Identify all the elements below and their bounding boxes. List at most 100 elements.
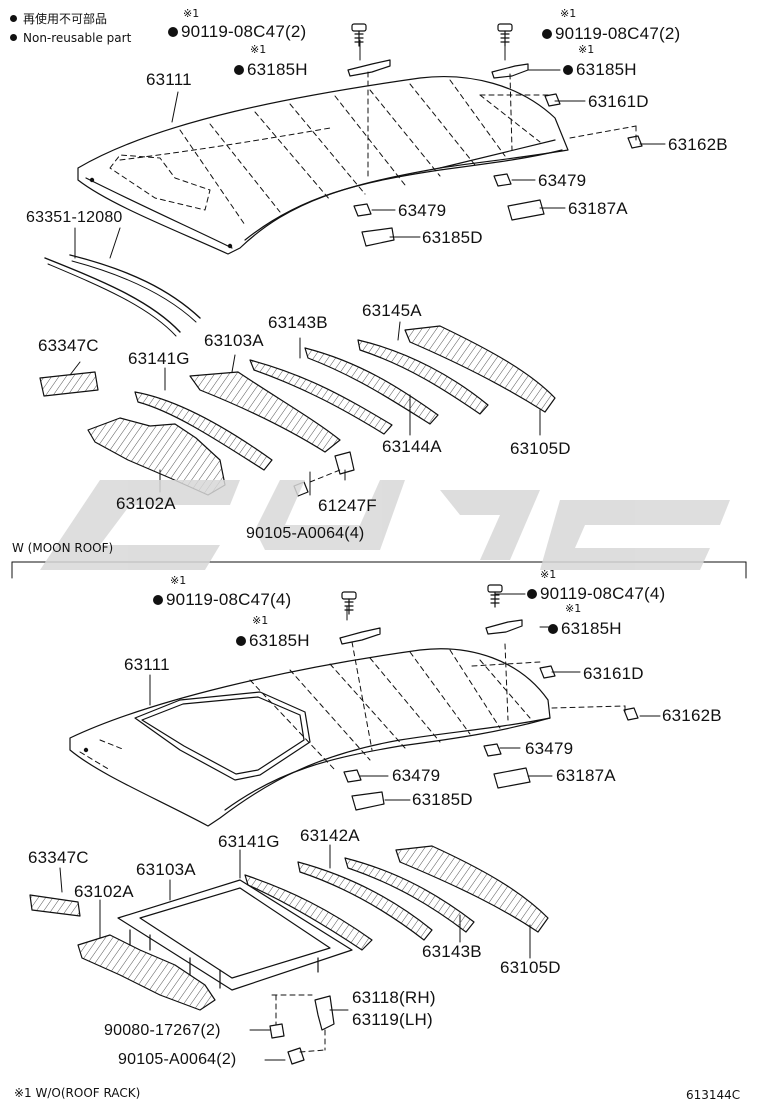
label-63185h-top-left: 63185H (234, 60, 308, 80)
footnote: ※1 W/O(ROOF RACK) (14, 1086, 141, 1100)
clip-63479-top-b (353, 203, 372, 217)
label-63185h-bottom-left: 63185H (236, 631, 310, 651)
label-63185d-bottom: 63185D (412, 790, 473, 809)
bracket-63118-63119 (314, 995, 335, 1031)
roof-panel-top (77, 75, 569, 255)
label-63143b-bottom: 63143B (422, 942, 482, 961)
rail-63105d-top (404, 325, 556, 413)
rail-63144a-top (304, 347, 439, 425)
panel-63102a-top (87, 417, 226, 496)
note-mark: ※1 (170, 574, 187, 587)
bolt-bottom-left (341, 591, 357, 615)
label-63102a-top: 63102A (116, 494, 176, 513)
rail-63143b-bottom (344, 857, 475, 933)
label-bolt-bottom-left: 90119-08C47(4) (153, 590, 291, 610)
roof-panel-bottom (69, 648, 551, 827)
clip-63162b-top (627, 135, 643, 149)
label-63347c-bottom: 63347C (28, 848, 89, 867)
label-bolt-top-right: 90119-08C47(2) (542, 24, 680, 44)
nonreusable-dot-icon (234, 65, 244, 75)
label-63111-top: 63111 (146, 70, 192, 89)
label-screw-bottom: 90105-A0064(2) (118, 1051, 237, 1068)
note-mark: ※1 (578, 43, 595, 56)
nonreusable-dot-icon (542, 29, 552, 39)
bolt-bottom-right (487, 584, 503, 608)
legend-nonreusable-en: Non-reusable part (10, 31, 131, 45)
rail-63141g-top (134, 391, 273, 471)
label-63103a-top: 63103A (204, 331, 264, 350)
label-63162b-bottom: 63162B (662, 706, 722, 725)
bolt-top-left (351, 23, 367, 47)
bolt-top-right (497, 23, 513, 47)
label-63479-top-b: 63479 (398, 201, 447, 220)
rail-63143b-top (249, 359, 393, 435)
label-63187a-bottom: 63187A (556, 766, 616, 785)
label-weatherstrip: 63351-12080 (26, 209, 123, 226)
rail-63103a-top (189, 371, 341, 453)
label-61247f-top: 61247F (318, 496, 377, 515)
label-63111-bottom: 63111 (124, 655, 170, 674)
nonreusable-dot-icon (563, 65, 573, 75)
label-63162b-top: 63162B (668, 135, 728, 154)
clip-63161d-bottom (539, 665, 556, 679)
label-bolt-bottom-right: 90119-08C47(4) (527, 584, 665, 604)
nonreusable-dot-icon (168, 27, 178, 37)
label-63185d-top: 63185D (422, 228, 483, 247)
label-63105d-bottom: 63105D (500, 958, 561, 977)
label-63118-rh: 63118(RH) (352, 988, 436, 1007)
rail-63142a-bottom (297, 861, 433, 941)
label-63143b-top: 63143B (268, 313, 328, 332)
label-bolt-top-left: 90119-08C47(2) (168, 22, 306, 42)
label-63185h-top-right: 63185H (563, 60, 637, 80)
clip-63162b-bottom (623, 707, 639, 721)
clip-63161d-top (544, 93, 561, 107)
label-63161d-bottom: 63161D (583, 664, 644, 683)
weatherstrip-a (44, 257, 181, 333)
sunroof-opening (134, 691, 311, 781)
rail-63145a-top (357, 339, 489, 415)
label-63141g-bottom: 63141G (218, 832, 280, 851)
diagram-id: 613144C (686, 1088, 741, 1102)
clip-63479-bottom-a (483, 743, 502, 757)
bracket-63185d-top (361, 227, 395, 247)
section-title-moon-roof: W (MOON ROOF) (12, 541, 114, 555)
label-63103a-bottom: 63103A (136, 860, 196, 879)
label-63347c-top: 63347C (38, 336, 99, 355)
note-mark: ※1 (540, 568, 557, 581)
bracket-63185h-top-right (491, 63, 529, 79)
nonreusable-dot-icon (153, 595, 163, 605)
label-63479-top-a: 63479 (538, 171, 587, 190)
note-mark: ※1 (565, 602, 582, 615)
label-63479-bottom-a: 63479 (525, 739, 574, 758)
bracket-61247f-top (334, 451, 355, 475)
panel-63102a-bottom (77, 934, 216, 1011)
bullet-icon (10, 15, 17, 22)
bracket-63187a-bottom (493, 767, 531, 789)
pad-63347c-top (39, 371, 99, 397)
note-mark: ※1 (183, 7, 200, 20)
label-63142a-bottom: 63142A (300, 826, 360, 845)
label-screw-top: 90105-A0064(4) (246, 525, 365, 542)
nut-bottom (269, 1023, 285, 1039)
note-mark: ※1 (252, 614, 269, 627)
rail-63141g-bottom (244, 874, 373, 951)
bracket-63185d-bottom (351, 791, 385, 811)
pad-63347c-bottom (29, 894, 81, 917)
weatherstrip-b (69, 254, 201, 319)
nonreusable-dot-icon (236, 636, 246, 646)
label-63141g-top: 63141G (128, 349, 190, 368)
note-mark: ※1 (560, 7, 577, 20)
label-63102a-bottom: 63102A (74, 882, 134, 901)
label-63479-bottom-b: 63479 (392, 766, 441, 785)
nonreusable-dot-icon (548, 624, 558, 634)
legend-nonreusable-ja: 再使用不可部品 (10, 12, 107, 26)
frame-63103a-bottom (117, 879, 353, 991)
bracket-63185h-bottom-left (339, 627, 381, 645)
label-63145a-top: 63145A (362, 301, 422, 320)
label-63161d-top: 63161D (588, 92, 649, 111)
note-mark: ※1 (250, 43, 267, 56)
rail-63105d-bottom (395, 845, 549, 933)
label-63105d-top: 63105D (510, 439, 571, 458)
clip-63479-top-a (493, 173, 512, 187)
